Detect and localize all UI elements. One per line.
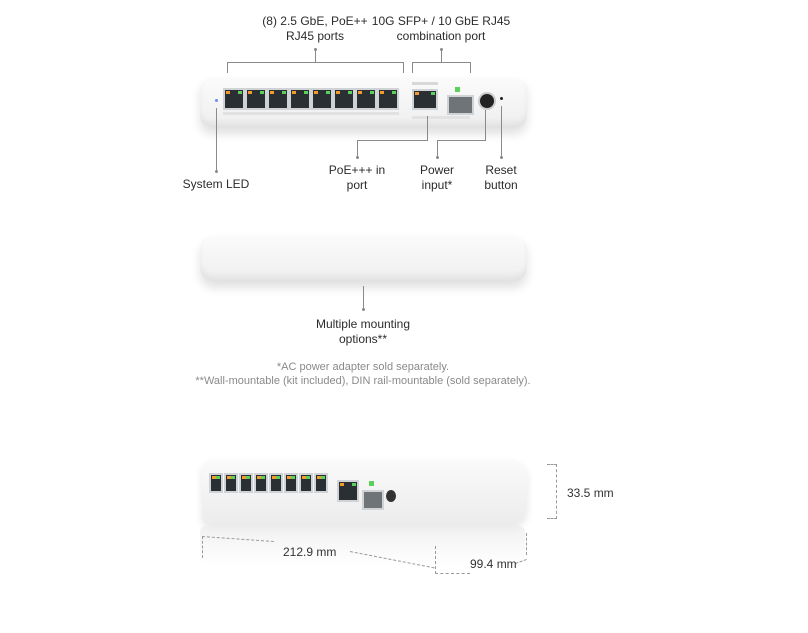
rj45-port: [239, 473, 253, 493]
label-line: button: [484, 178, 518, 192]
reset-button[interactable]: [500, 97, 503, 100]
reset-button-label: Reset button: [484, 163, 517, 193]
rj45-port: [299, 473, 313, 493]
rj45-port: [377, 88, 399, 110]
rj45-ports-label: (8) 2.5 GbE, PoE++ RJ45 ports: [262, 14, 367, 44]
mounting-options-label: Multiple mounting options**: [316, 317, 410, 347]
height-dimension: 33.5 mm: [567, 486, 614, 500]
label-line: Power: [419, 163, 455, 177]
rj45-port: [355, 88, 377, 110]
rj45-port: [267, 88, 289, 110]
width-dimension: 212.9 mm: [283, 545, 337, 559]
rj45-port: [254, 473, 268, 493]
label-line: 10G SFP+ / 10 GbE RJ45: [371, 14, 511, 28]
sfp-led: [455, 87, 460, 92]
label-line: input*: [421, 178, 453, 192]
label-line: (8) 2.5 GbE, PoE++: [262, 14, 368, 28]
footnote-mounting: **Wall-mountable (kit included), DIN rai…: [195, 375, 531, 387]
sfp-port: [447, 95, 474, 115]
rj45-port: [223, 88, 245, 110]
rj45-port: [314, 473, 328, 493]
rj45-port: [224, 473, 238, 493]
rj45-port: [311, 88, 333, 110]
combo-port-label: 10G SFP+ / 10 GbE RJ45 combination port: [372, 14, 510, 44]
label-line: combination port: [396, 29, 486, 43]
label-line: Multiple mounting: [315, 317, 411, 331]
rj45-port: [209, 473, 223, 493]
rj45-port: [269, 473, 283, 493]
label-line: RJ45 ports: [285, 29, 345, 43]
power-jack: [478, 92, 496, 110]
rj45-port: [289, 88, 311, 110]
label-line: port: [346, 178, 368, 192]
gateway-side-view: [200, 236, 527, 282]
power-input-label: Power input*: [420, 163, 454, 193]
label-line: PoE+++ in: [328, 163, 386, 177]
rj45-port: [333, 88, 355, 110]
label-line: options**: [338, 332, 388, 346]
rj45-port: [284, 473, 298, 493]
system-led-icon: [215, 99, 218, 102]
gateway-front-view: [200, 78, 527, 128]
footnote-power-adapter: *AC power adapter sold separately.: [276, 361, 450, 373]
depth-dimension: 99.4 mm: [470, 557, 517, 571]
height-dimension-line: [547, 464, 557, 519]
poe-in-port-label: PoE+++ in port: [329, 163, 385, 193]
system-led-label: System LED: [182, 177, 250, 191]
poe-in-port: [412, 89, 438, 110]
rj45-port: [245, 88, 267, 110]
label-line: Reset: [485, 163, 517, 177]
